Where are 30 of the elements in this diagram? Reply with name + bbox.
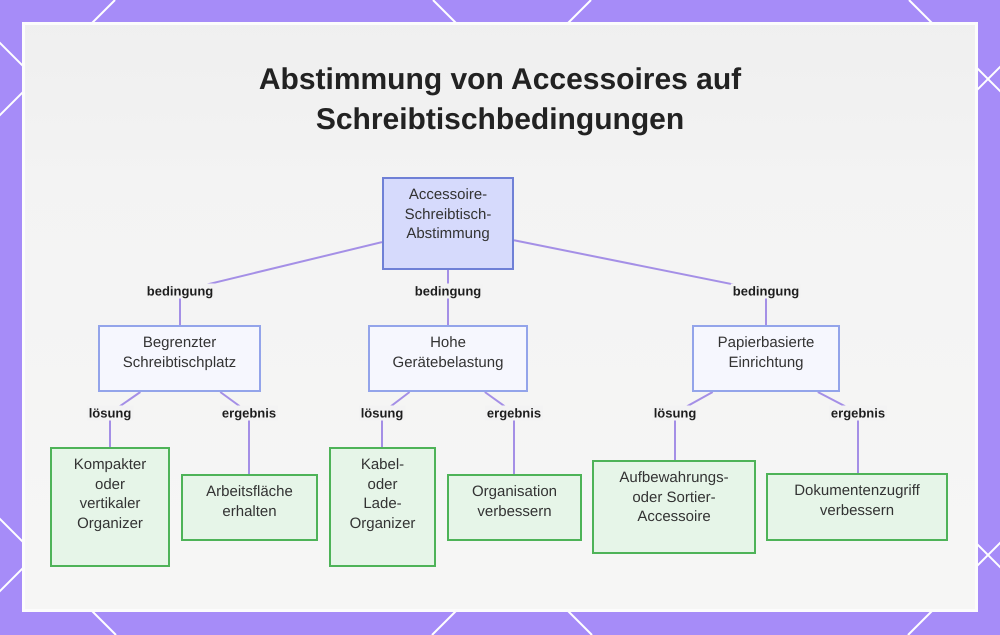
edge-label: lösung <box>86 406 134 420</box>
result-box <box>50 447 170 567</box>
edge-label: ergebnis <box>220 406 278 420</box>
result-box <box>592 460 756 554</box>
node-label: Kompakter oder vertikaler Organizer <box>72 455 148 533</box>
edge-label: lösung <box>358 406 406 420</box>
node-label: Accessoire- Schreibtisch- Abstimmung <box>404 185 492 244</box>
node-label: Papierbasierte Einrichtung <box>716 333 816 372</box>
node-label: Begrenzter Schreibtischplatz <box>122 333 238 372</box>
result-box <box>447 474 582 541</box>
node-label: Hohe Gerätebelastung <box>392 333 504 372</box>
result-box <box>329 447 436 567</box>
edge-label: ergebnis <box>828 406 888 420</box>
node-label: Arbeitsfläche erhalten <box>205 482 294 521</box>
edge-label: bedingung <box>730 284 802 298</box>
edge-label: bedingung <box>412 284 484 298</box>
diagram-title: Abstimmung von Accessoires auf Schreibtischbedingungen <box>258 62 742 138</box>
result-box <box>181 474 318 541</box>
edge-label: ergebnis <box>484 406 544 420</box>
edge-label: lösung <box>652 406 698 420</box>
result-box <box>766 473 948 541</box>
node-label: Dokumentenzugriff verbessern <box>793 481 921 520</box>
root-box <box>382 177 514 270</box>
node-label: Organisation verbessern <box>470 482 558 521</box>
condition-box <box>692 325 840 392</box>
node-label: Aufbewahrungs- oder Sortier- Accessoire <box>618 468 730 526</box>
node-label: Kabel- oder Lade- Organizer <box>348 455 416 533</box>
condition-box <box>98 325 261 392</box>
condition-box <box>368 325 528 392</box>
edge-label: bedingung <box>144 284 216 298</box>
